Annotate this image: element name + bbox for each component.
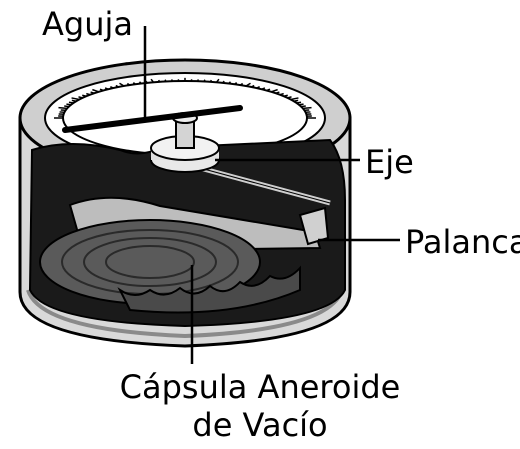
dial-tick bbox=[301, 106, 306, 107]
dial-tick bbox=[69, 102, 74, 103]
dial-tick bbox=[165, 80, 166, 82]
dial-tick bbox=[66, 104, 71, 105]
dial-tick bbox=[198, 79, 199, 81]
dial-tick bbox=[210, 80, 211, 82]
dial-tick bbox=[64, 106, 69, 107]
label-vacuum-capsule: Cápsula Aneroide de Vacío bbox=[0, 368, 520, 444]
label-axis: Eje bbox=[365, 146, 414, 178]
label-capsule-line2: de Vacío bbox=[0, 406, 520, 444]
dial-tick bbox=[72, 100, 76, 101]
dial-tick bbox=[296, 102, 301, 103]
label-lever: Palanca bbox=[405, 226, 520, 258]
label-needle: Aguja bbox=[42, 8, 133, 40]
dial-tick bbox=[303, 108, 312, 109]
dial-tick bbox=[294, 100, 298, 101]
dial-tick bbox=[204, 80, 205, 82]
dial-tick bbox=[82, 95, 86, 96]
label-capsule-line1: Cápsula Aneroide bbox=[0, 368, 520, 406]
dial-tick bbox=[280, 94, 284, 95]
dial-tick bbox=[299, 104, 304, 105]
dial-tick bbox=[78, 97, 82, 98]
dial-tick bbox=[172, 79, 173, 81]
dial-tick bbox=[86, 94, 90, 95]
dial-tick bbox=[287, 97, 291, 98]
dial-tick bbox=[284, 95, 288, 96]
dial-tick bbox=[159, 80, 160, 82]
dial-tick bbox=[58, 108, 67, 109]
